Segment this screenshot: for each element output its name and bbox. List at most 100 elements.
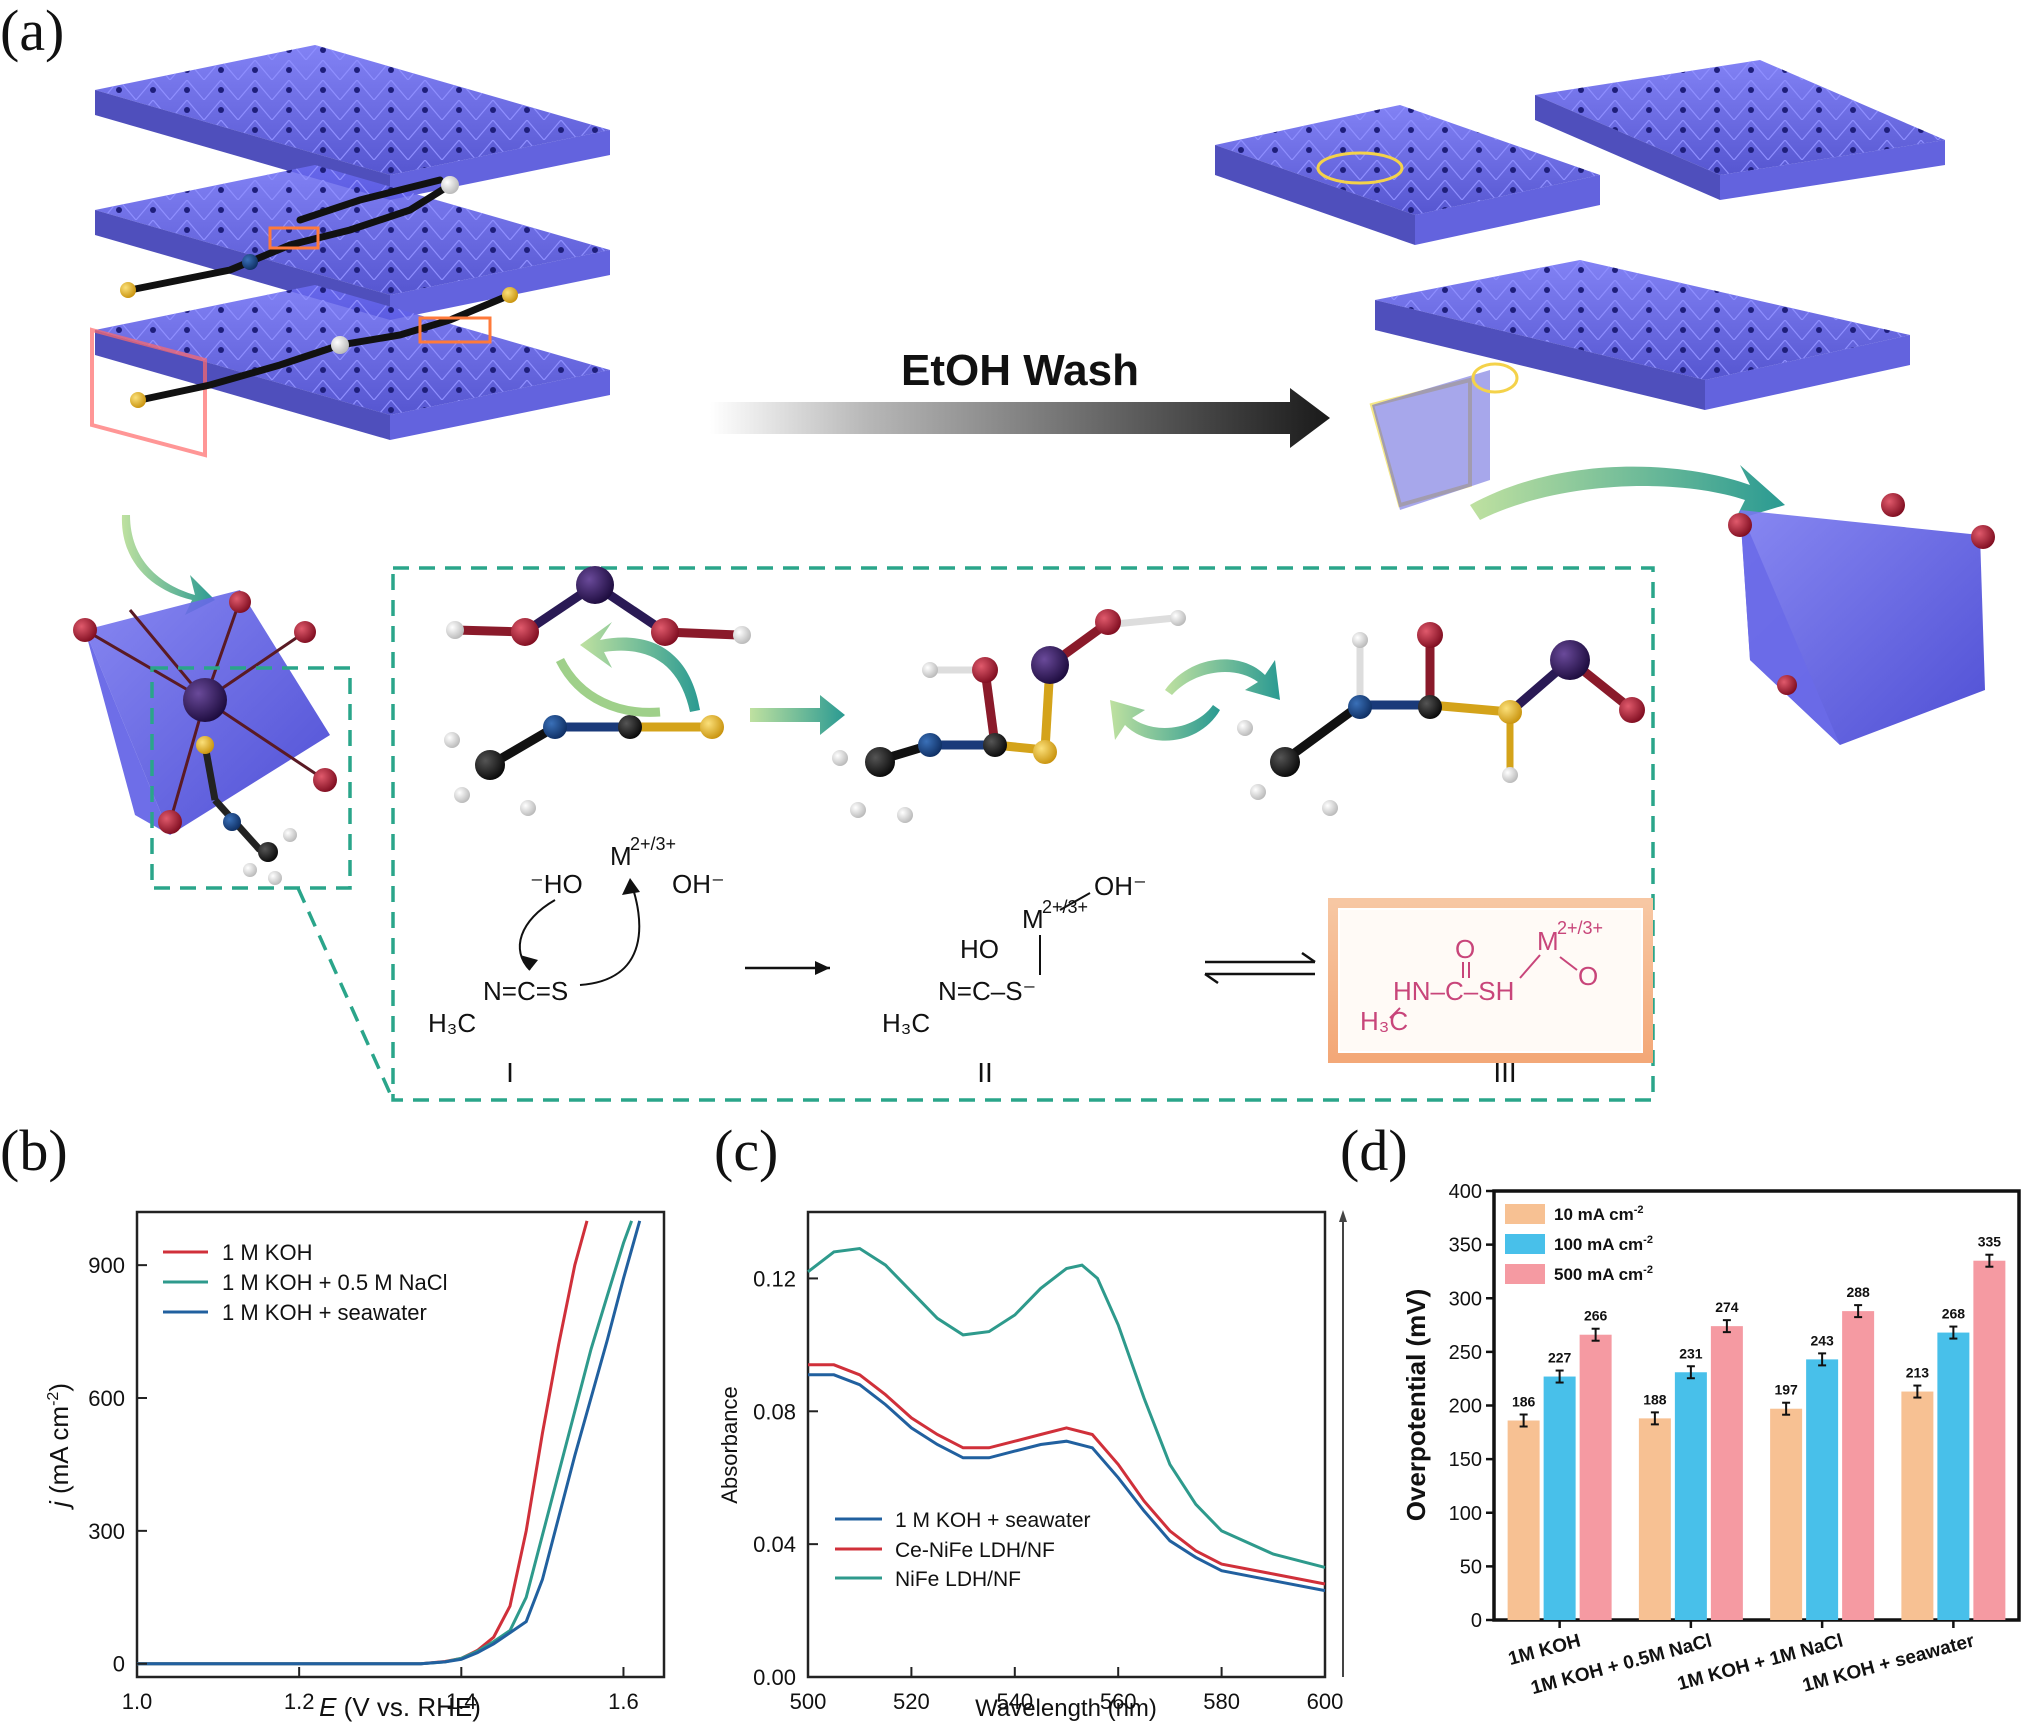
scheme-III-o-right: O	[1578, 961, 1598, 991]
chart-c-series-line	[808, 1363, 1326, 1586]
legend-b-label-2: 1 M KOH + seawater	[222, 1300, 427, 1325]
chart-c-ytick-label: 0.04	[753, 1532, 796, 1557]
scheme-II-methyl: H₃C	[882, 1008, 930, 1038]
chart-d-bar-label: 188	[1643, 1391, 1667, 1407]
chart-b-xtick-label: 1.0	[122, 1689, 153, 1714]
scheme-III-o-top: O	[1455, 934, 1475, 964]
chart-d-legend: 10 mA cm-2 100 mA cm-2 500 mA cm-2	[1505, 1204, 1653, 1284]
scheme-I-methyl: H₃C	[428, 1008, 476, 1038]
legend-c-label-2: NiFe LDH/NF	[895, 1568, 1021, 1591]
chart-d-bar	[1901, 1391, 1934, 1620]
legend-d-swatch-2	[1505, 1264, 1545, 1284]
chart-c-xlabel: Wavelength (nm)	[975, 1695, 1157, 1722]
chart-b-ytick-label: 600	[88, 1386, 125, 1411]
chart-d-ytick-label: 0	[1471, 1610, 1482, 1632]
chart-d-bar	[1770, 1408, 1803, 1620]
chart-c-ytick-label: 0.12	[753, 1266, 796, 1291]
chart-c-frame	[806, 1210, 1327, 1679]
chart-d-bar	[1806, 1359, 1839, 1620]
chart-d-bar-label: 186	[1512, 1394, 1536, 1410]
scheme-I-ligand-left: ⁻HO	[530, 869, 583, 899]
chart-b-xlabel: E (V vs. RHE)	[319, 1692, 481, 1722]
chart-d-category-label: 1M KOH	[1506, 1631, 1583, 1670]
exfoliated-sheet	[1215, 105, 1600, 245]
chart-d-ytick-label: 50	[1460, 1556, 1482, 1578]
scheme-label-II: II	[977, 1057, 993, 1088]
chart-d-bar-label: 274	[1715, 1299, 1739, 1315]
chart-d-ytick-label: 100	[1449, 1503, 1482, 1525]
ldh-layer	[95, 45, 610, 200]
chart-d-bar	[1543, 1376, 1576, 1620]
chart-b-series-line	[137, 1220, 642, 1666]
mechanism-box	[391, 566, 1655, 1102]
molecule-I	[444, 566, 751, 816]
scheme-structure-III: O M 2+/3+ HN–C–SH O H₃C III	[1328, 898, 1653, 1088]
chart-d-bar-label: 243	[1810, 1332, 1834, 1348]
scheme-I-isothiocyanate: N=C=S	[483, 976, 568, 1006]
chart-d-bar-label: 266	[1584, 1308, 1608, 1324]
chart-c-series-line	[808, 1373, 1326, 1593]
molecule-III	[1237, 622, 1645, 816]
scheme-I-ligand-right: OH⁻	[672, 869, 725, 899]
panel-label-b: (b)	[0, 1118, 68, 1183]
chart-d-bar-label: 227	[1548, 1350, 1572, 1366]
chart-d-bar	[1973, 1260, 2006, 1620]
panel-label-c: (c)	[714, 1118, 778, 1183]
chart-d-bar	[1579, 1334, 1612, 1620]
equilibrium-arrow-bottom	[1110, 700, 1220, 741]
legend-b-label-0: 1 M KOH	[222, 1240, 312, 1265]
chart-d-ytick-label: 250	[1449, 1342, 1482, 1364]
chart-d-bar-label: 197	[1774, 1382, 1798, 1398]
chart-b-xtick-label: 1.6	[608, 1689, 639, 1714]
legend-d-swatch-1	[1505, 1234, 1545, 1254]
chart-d-bar	[1674, 1372, 1707, 1620]
legend-b-label-1: 1 M KOH + 0.5 M NaCl	[222, 1270, 448, 1295]
equilibrium-arrows	[1204, 951, 1316, 985]
chart-b-ytick-label: 900	[88, 1253, 125, 1278]
chart-d-ylabel: Overpotential (mV)	[1401, 1289, 1431, 1522]
scheme-I-metal: M	[610, 841, 632, 871]
chart-b-xtick-label: 1.4	[446, 1689, 477, 1714]
chart-d-ytick-label: 300	[1449, 1288, 1482, 1310]
chart-d-bar-label: 213	[1906, 1365, 1930, 1381]
layered-ldh-illustration: EtOH Wash	[73, 45, 1995, 1102]
octahedron-exfoliated	[1728, 493, 1995, 745]
legend-c-label-1: Ce-NiFe LDH/NF	[895, 1539, 1055, 1562]
scheme-label-I: I	[506, 1057, 514, 1088]
arrow-label: EtOH Wash	[901, 346, 1139, 395]
scheme-III-metal: M	[1537, 926, 1559, 956]
exfoliated-sheet	[1369, 260, 1910, 510]
chart-d-bar	[1507, 1420, 1540, 1620]
chart-b-frame	[135, 1210, 666, 1679]
legend-d-swatch-0	[1505, 1204, 1545, 1224]
equilibrium-arrow-top	[1165, 659, 1280, 700]
chart-c-series-line	[807, 1246, 1326, 1569]
chart-d-bar	[1842, 1311, 1875, 1620]
chart-d-bar-label: 268	[1942, 1306, 1966, 1322]
scheme-II-oh: OH⁻	[1094, 871, 1147, 901]
scheme-III-backbone: HN–C–SH	[1393, 976, 1514, 1006]
panel-label-d: (d)	[1340, 1118, 1408, 1183]
ethanol-wash-arrow	[710, 388, 1330, 448]
exfoliated-sheet	[1535, 60, 1945, 200]
chart-c-xtick-label: 540	[996, 1689, 1033, 1714]
legend-d-label-2: 500 mA cm-2	[1554, 1264, 1653, 1284]
chart-d-ytick-label: 200	[1449, 1396, 1482, 1418]
chart-d-ytick-label: 400	[1449, 1181, 1482, 1203]
chart-b-xtick-label: 1.2	[284, 1689, 315, 1714]
ldh-layer	[90, 285, 610, 458]
reaction-arrow-1	[750, 695, 845, 735]
scheme-II-backbone: N=C–S⁻	[938, 976, 1036, 1006]
chart-d-bar	[1638, 1418, 1671, 1620]
chart-c-xtick-label: 520	[893, 1689, 930, 1714]
octahedron-with-ligand	[73, 590, 337, 885]
zoom-arrow-left	[121, 515, 215, 615]
chart-c-xtick-label: 580	[1203, 1689, 1240, 1714]
scheme-structure-I: ⁻HO M 2+/3+ OH⁻ N=C=S H₃C I	[428, 834, 725, 1088]
legend-c-label-0: 1 M KOH + seawater	[895, 1509, 1091, 1532]
chart-d-ytick-label: 350	[1449, 1235, 1482, 1257]
chart-c-legend: 1 M KOH + seawater Ce-NiFe LDH/NF NiFe L…	[835, 1509, 1091, 1591]
chart-c-xtick-label: 600	[1307, 1689, 1344, 1714]
